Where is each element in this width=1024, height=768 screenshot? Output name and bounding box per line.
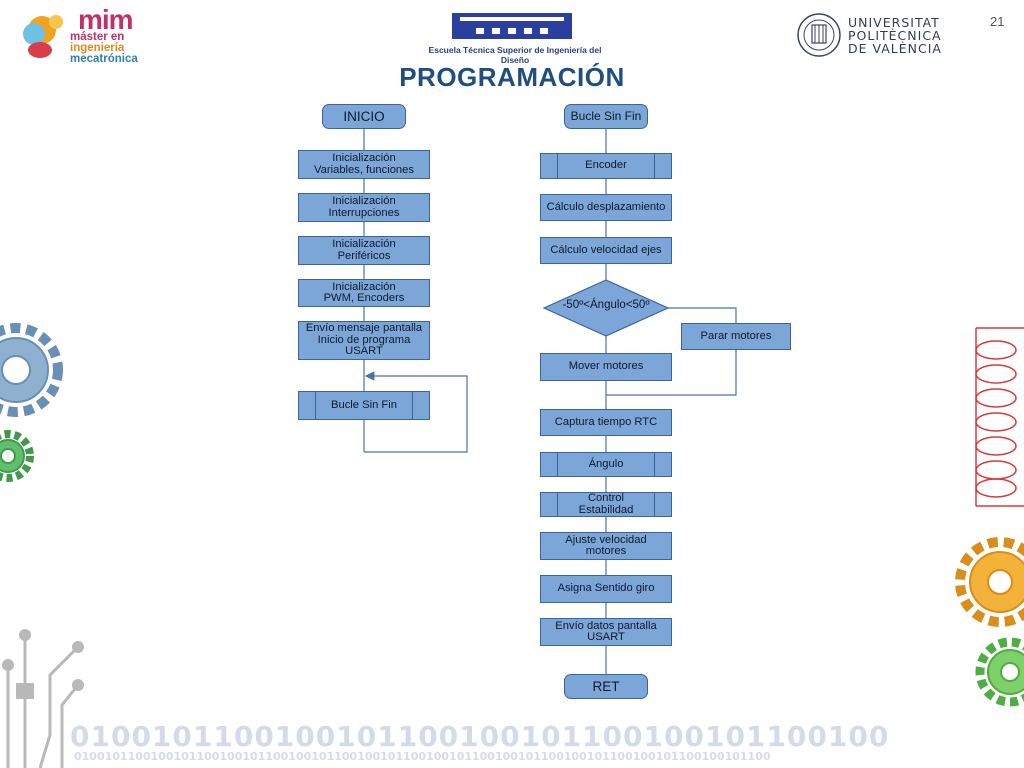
adjust-speed-box: Ajuste velocidad motores bbox=[540, 532, 672, 560]
capture-rtc-box: Captura tiempo RTC bbox=[540, 409, 672, 436]
calc-velocity-box: Cálculo velocidad ejes bbox=[540, 237, 672, 264]
mim-logo-line2: ingeniería bbox=[70, 42, 125, 54]
mim-logo-line1: máster en bbox=[70, 31, 125, 43]
encoder-box: Encoder bbox=[540, 153, 672, 179]
coil-spring-icon bbox=[975, 327, 1024, 507]
circuit-lines-icon bbox=[2, 629, 84, 768]
send-data-box: Envío datos pantalla USART bbox=[540, 618, 672, 646]
angle-box: Ángulo bbox=[540, 452, 672, 477]
mim-logo-line3: mecatrónica bbox=[70, 53, 138, 65]
infinite-loop-call-box: Bucle Sin Fin bbox=[298, 391, 430, 420]
init-interrupts-box: Inicialización Interrupciones bbox=[298, 193, 430, 222]
upv-logo: UNIVERSITAT POLITÈCNICA DE VALÈNCIA bbox=[796, 12, 946, 60]
mim-logo-mark: mim bbox=[78, 4, 134, 35]
binary-decoration-large: 0100101100100101100100101100100101100100 bbox=[70, 720, 890, 753]
mim-logo-circles-icon bbox=[23, 15, 63, 58]
page-number: 21 bbox=[990, 14, 1005, 29]
return-node: RET bbox=[564, 674, 648, 699]
assign-direction-box: Asigna Sentido giro bbox=[540, 575, 672, 603]
school-name: Escuela Técnica Superior de Ingeniería d… bbox=[428, 45, 602, 65]
decision-label: -50º<Ángulo<50º bbox=[562, 299, 650, 311]
move-motors-box: Mover motores bbox=[540, 353, 672, 381]
stop-motors-box: Parar motores bbox=[681, 323, 791, 350]
stability-control-box: Control Estabilidad bbox=[540, 492, 672, 517]
etsid-building-icon bbox=[452, 13, 572, 39]
loop-start-node: Bucle Sin Fin bbox=[564, 104, 648, 129]
start-node: INICIO bbox=[322, 104, 406, 129]
mim-logo: mim máster en ingeniería mecatrónica bbox=[18, 4, 148, 65]
university-name: UNIVERSITAT POLITÈCNICA DE VALÈNCIA bbox=[848, 15, 942, 56]
decision-shape bbox=[542, 279, 670, 337]
binary-decoration-small: 0100101100100101100100101100100101100100… bbox=[74, 750, 771, 763]
send-message-box: Envío mensaje pantalla Inicio de program… bbox=[298, 321, 430, 360]
etsid-logo: Escuela Técnica Superior de Ingeniería d… bbox=[420, 12, 610, 65]
init-pwm-box: Inicialización PWM, Encoders bbox=[298, 279, 430, 307]
gears-right-icon bbox=[955, 537, 1024, 707]
init-variables-box: Inicialización Variables, funciones bbox=[298, 150, 430, 179]
gears-left-icon bbox=[0, 323, 63, 482]
calc-displacement-box: Cálculo desplazamiento bbox=[540, 194, 672, 221]
upv-seal-icon bbox=[797, 13, 841, 57]
init-peripherals-box: Inicialización Periféricos bbox=[298, 236, 430, 265]
slide-title: PROGRAMACIÓN bbox=[399, 62, 625, 92]
